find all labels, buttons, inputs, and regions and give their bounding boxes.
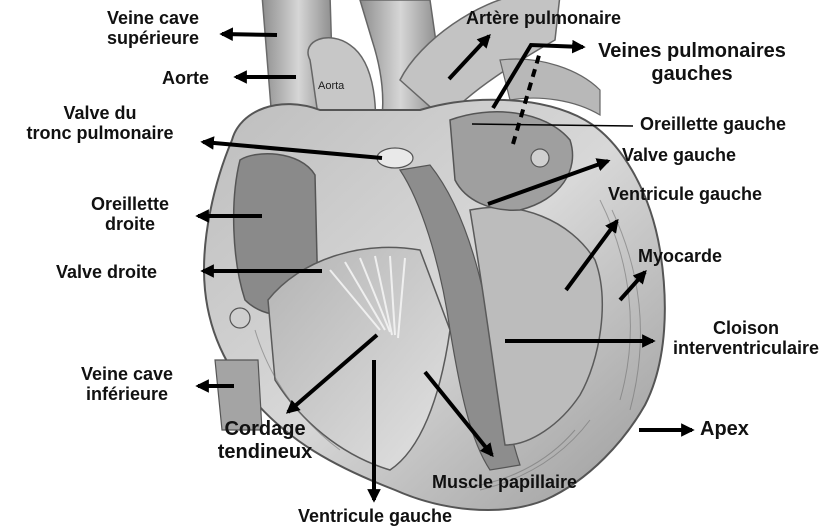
label-valve-tronc-pulmonaire: Valve du tronc pulmonaire: [0, 103, 200, 143]
label-apex: Apex: [700, 418, 749, 441]
label-veines-pulmonaires-gauches: Veines pulmonaires gauches: [592, 40, 792, 86]
label-oreillette-droite: Oreillette droite: [70, 194, 190, 234]
left-valve-ring: [531, 149, 549, 167]
label-oreillette-gauche: Oreillette gauche: [640, 114, 786, 134]
label-ventricule-gauche-bottom: Ventricule gauche: [298, 506, 452, 526]
label-cordage-tendineux: Cordage tendineux: [210, 418, 320, 464]
label-aorte: Aorte: [162, 68, 209, 88]
label-aorta-inner: Aorta: [318, 76, 344, 96]
label-cloison-interventriculaire: Cloison interventriculaire: [655, 318, 837, 358]
label-ventricule-gauche-right: Ventricule gauche: [608, 184, 762, 204]
label-muscle-papillaire: Muscle papillaire: [432, 472, 577, 492]
label-myocarde: Myocarde: [638, 246, 722, 266]
pulmonary-valve: [377, 148, 413, 168]
label-veine-cave-superieure: Veine cave supérieure: [78, 8, 228, 48]
label-veine-cave-inferieure: Veine cave inférieure: [62, 364, 192, 404]
coronary-vessel: [230, 308, 250, 328]
arrow-veine-cave-superieure: [222, 34, 277, 35]
label-valve-droite: Valve droite: [56, 262, 157, 282]
label-artere-pulmonaire: Artère pulmonaire: [466, 8, 621, 28]
label-valve-gauche: Valve gauche: [622, 145, 736, 165]
